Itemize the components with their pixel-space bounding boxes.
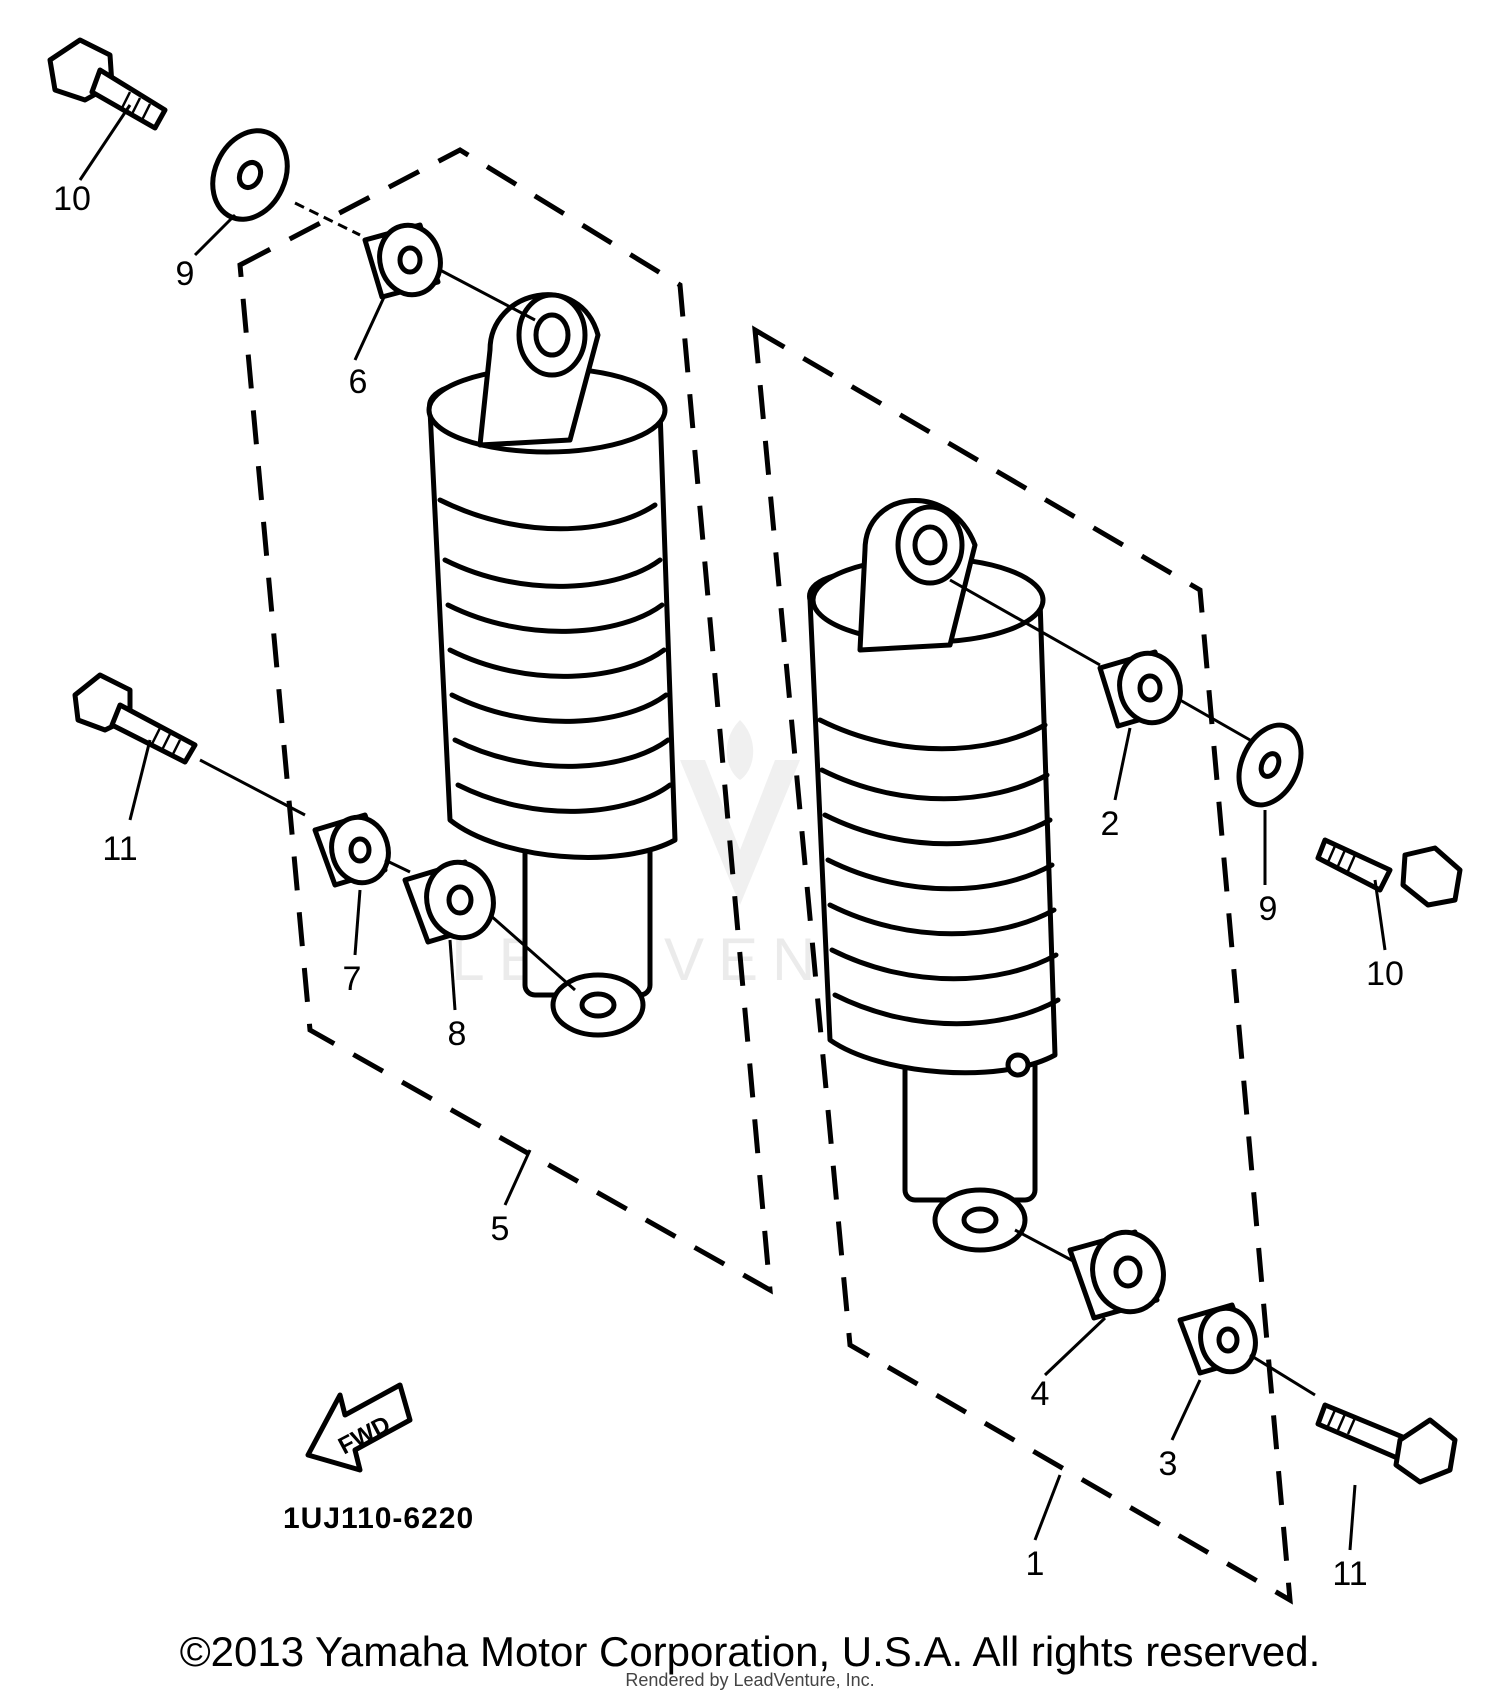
rendered-by-credit: Rendered by LeadVenture, Inc. (625, 1670, 875, 1690)
shock-absorber-right (807, 497, 1061, 1253)
assembly-outline-right (752, 325, 1293, 1605)
assembly-axis-lines (199, 201, 1316, 1397)
callout-4: 4 (1031, 1375, 1050, 1413)
collar-part-7 (312, 812, 391, 888)
collar-part-3 (1177, 1302, 1258, 1376)
fwd-arrow-icon: FWD (305, 1382, 413, 1473)
copyright-notice: ©2013 Yamaha Motor Corporation, U.S.A. A… (179, 1628, 1321, 1675)
bolt-part-10-top (47, 37, 168, 131)
callout-11-right: 11 (1332, 1555, 1367, 1593)
shock-absorber-left (426, 292, 678, 1038)
washer-part-9-right (1236, 722, 1304, 808)
bolt-part-11-right (1315, 1402, 1458, 1485)
callout-10-right: 10 (1366, 955, 1404, 993)
washer-part-9-top (210, 128, 290, 222)
diagram-part-code: 1UJ110-6220 (283, 1502, 474, 1535)
callout-9-top: 9 (176, 255, 195, 293)
bushing-part-8 (402, 859, 496, 945)
bushing-part-6 (362, 222, 443, 300)
callout-1: 1 (1026, 1545, 1045, 1583)
bolt-part-10-right (1315, 837, 1463, 908)
callout-8: 8 (448, 1015, 467, 1053)
callout-10-top: 10 (53, 180, 91, 218)
bolt-part-11-left (72, 672, 198, 765)
callout-11-left: 11 (102, 830, 137, 868)
callout-3: 3 (1159, 1445, 1178, 1483)
callout-leaders (78, 104, 1387, 1551)
callout-7: 7 (343, 960, 362, 998)
callout-6: 6 (349, 363, 368, 401)
bushing-part-2 (1097, 649, 1183, 729)
callout-5: 5 (491, 1210, 510, 1248)
callout-9-right: 9 (1259, 890, 1278, 928)
assembly-outline-left (237, 147, 773, 1295)
callout-2: 2 (1101, 805, 1120, 843)
bushing-part-4 (1067, 1229, 1166, 1321)
